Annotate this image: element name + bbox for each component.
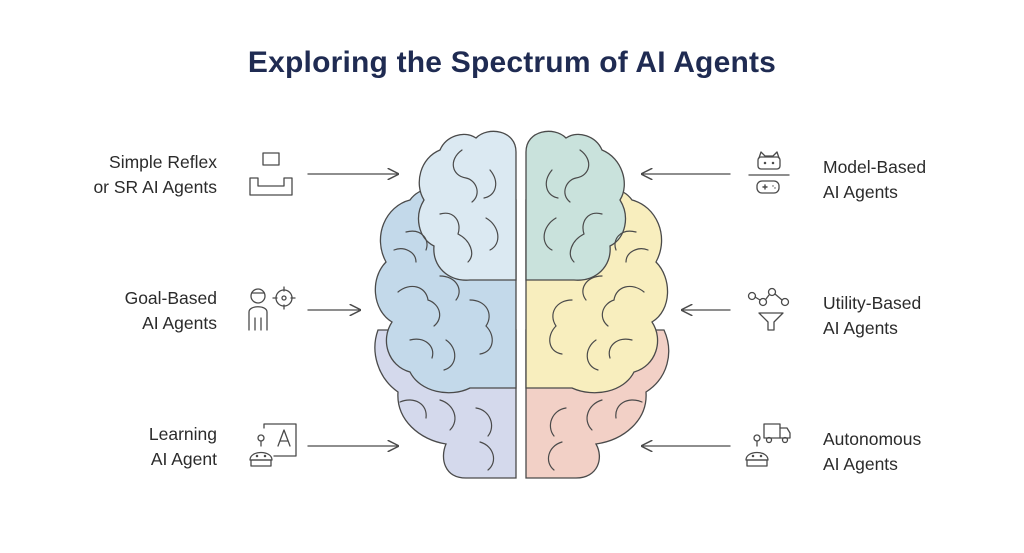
right-upper-lobe: [525, 130, 627, 281]
goal-based-label-line1: Goal-Based: [124, 288, 217, 308]
autonomous-label: Autonomous AI Agents: [823, 427, 1003, 477]
left-folds: [393, 149, 499, 471]
arrows: [307, 174, 731, 446]
network-funnel-icon: [747, 287, 790, 331]
left-hemisphere: [374, 130, 517, 479]
robot-board-icon: [249, 423, 297, 467]
model-based-label-line1: Model-Based: [823, 157, 927, 177]
autonomous-label-line1: Autonomous: [823, 429, 922, 449]
autonomous-label-line2: AI Agents: [823, 454, 898, 474]
simple-reflex-label-line1: Simple Reflex: [109, 152, 217, 172]
robot-controller-icon: [748, 151, 790, 194]
model-based-label-line2: AI Agents: [823, 182, 898, 202]
learning-label-line1: Learning: [148, 424, 217, 444]
simple-reflex-label-line2: or SR AI Agents: [93, 177, 217, 197]
goal-based-label-line2: AI Agents: [142, 313, 217, 333]
utility-based-label: Utility-Based AI Agents: [823, 291, 1003, 341]
learning-label-line2: AI Agent: [150, 449, 217, 469]
blocks-icon: [249, 152, 293, 196]
goal-based-label: Goal-Based AI Agents: [37, 286, 217, 336]
utility-based-label-line2: AI Agents: [823, 318, 898, 338]
model-based-label: Model-Based AI Agents: [823, 155, 1003, 205]
right-hemisphere: [525, 130, 670, 479]
learning-label: Learning AI Agent: [37, 422, 217, 472]
diagram-title: Exploring the Spectrum of AI Agents: [247, 46, 777, 79]
right-folds: [543, 149, 649, 471]
utility-based-label-line1: Utility-Based: [823, 293, 922, 313]
left-upper-lobe: [417, 130, 517, 281]
simple-reflex-label: Simple Reflex or SR AI Agents: [37, 150, 217, 200]
robot-truck-icon: [745, 423, 791, 467]
person-target-icon: [248, 286, 296, 331]
